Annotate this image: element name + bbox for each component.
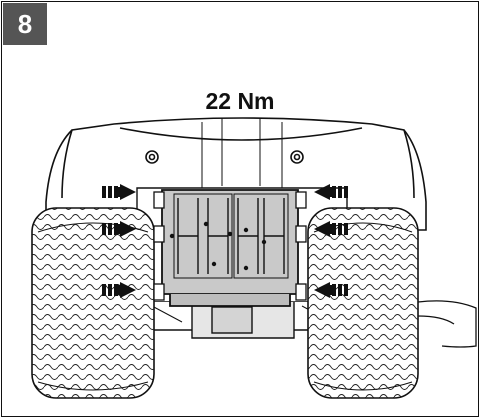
fastener-bolts [153,191,307,301]
step-number-badge: 8 [3,3,47,45]
rear-cover-plate [161,189,299,307]
deck-outline [417,300,477,348]
arrow-left-top [102,184,136,200]
arrow-right-bottom [314,282,348,298]
arrow-right-top [314,184,348,200]
left-rear-tire [31,207,155,399]
torque-label: 22 Nm [205,88,275,114]
arrow-left-bottom [102,282,136,298]
right-rear-tire [307,207,419,399]
arrow-left-middle [102,221,136,237]
arrow-right-middle [314,221,348,237]
